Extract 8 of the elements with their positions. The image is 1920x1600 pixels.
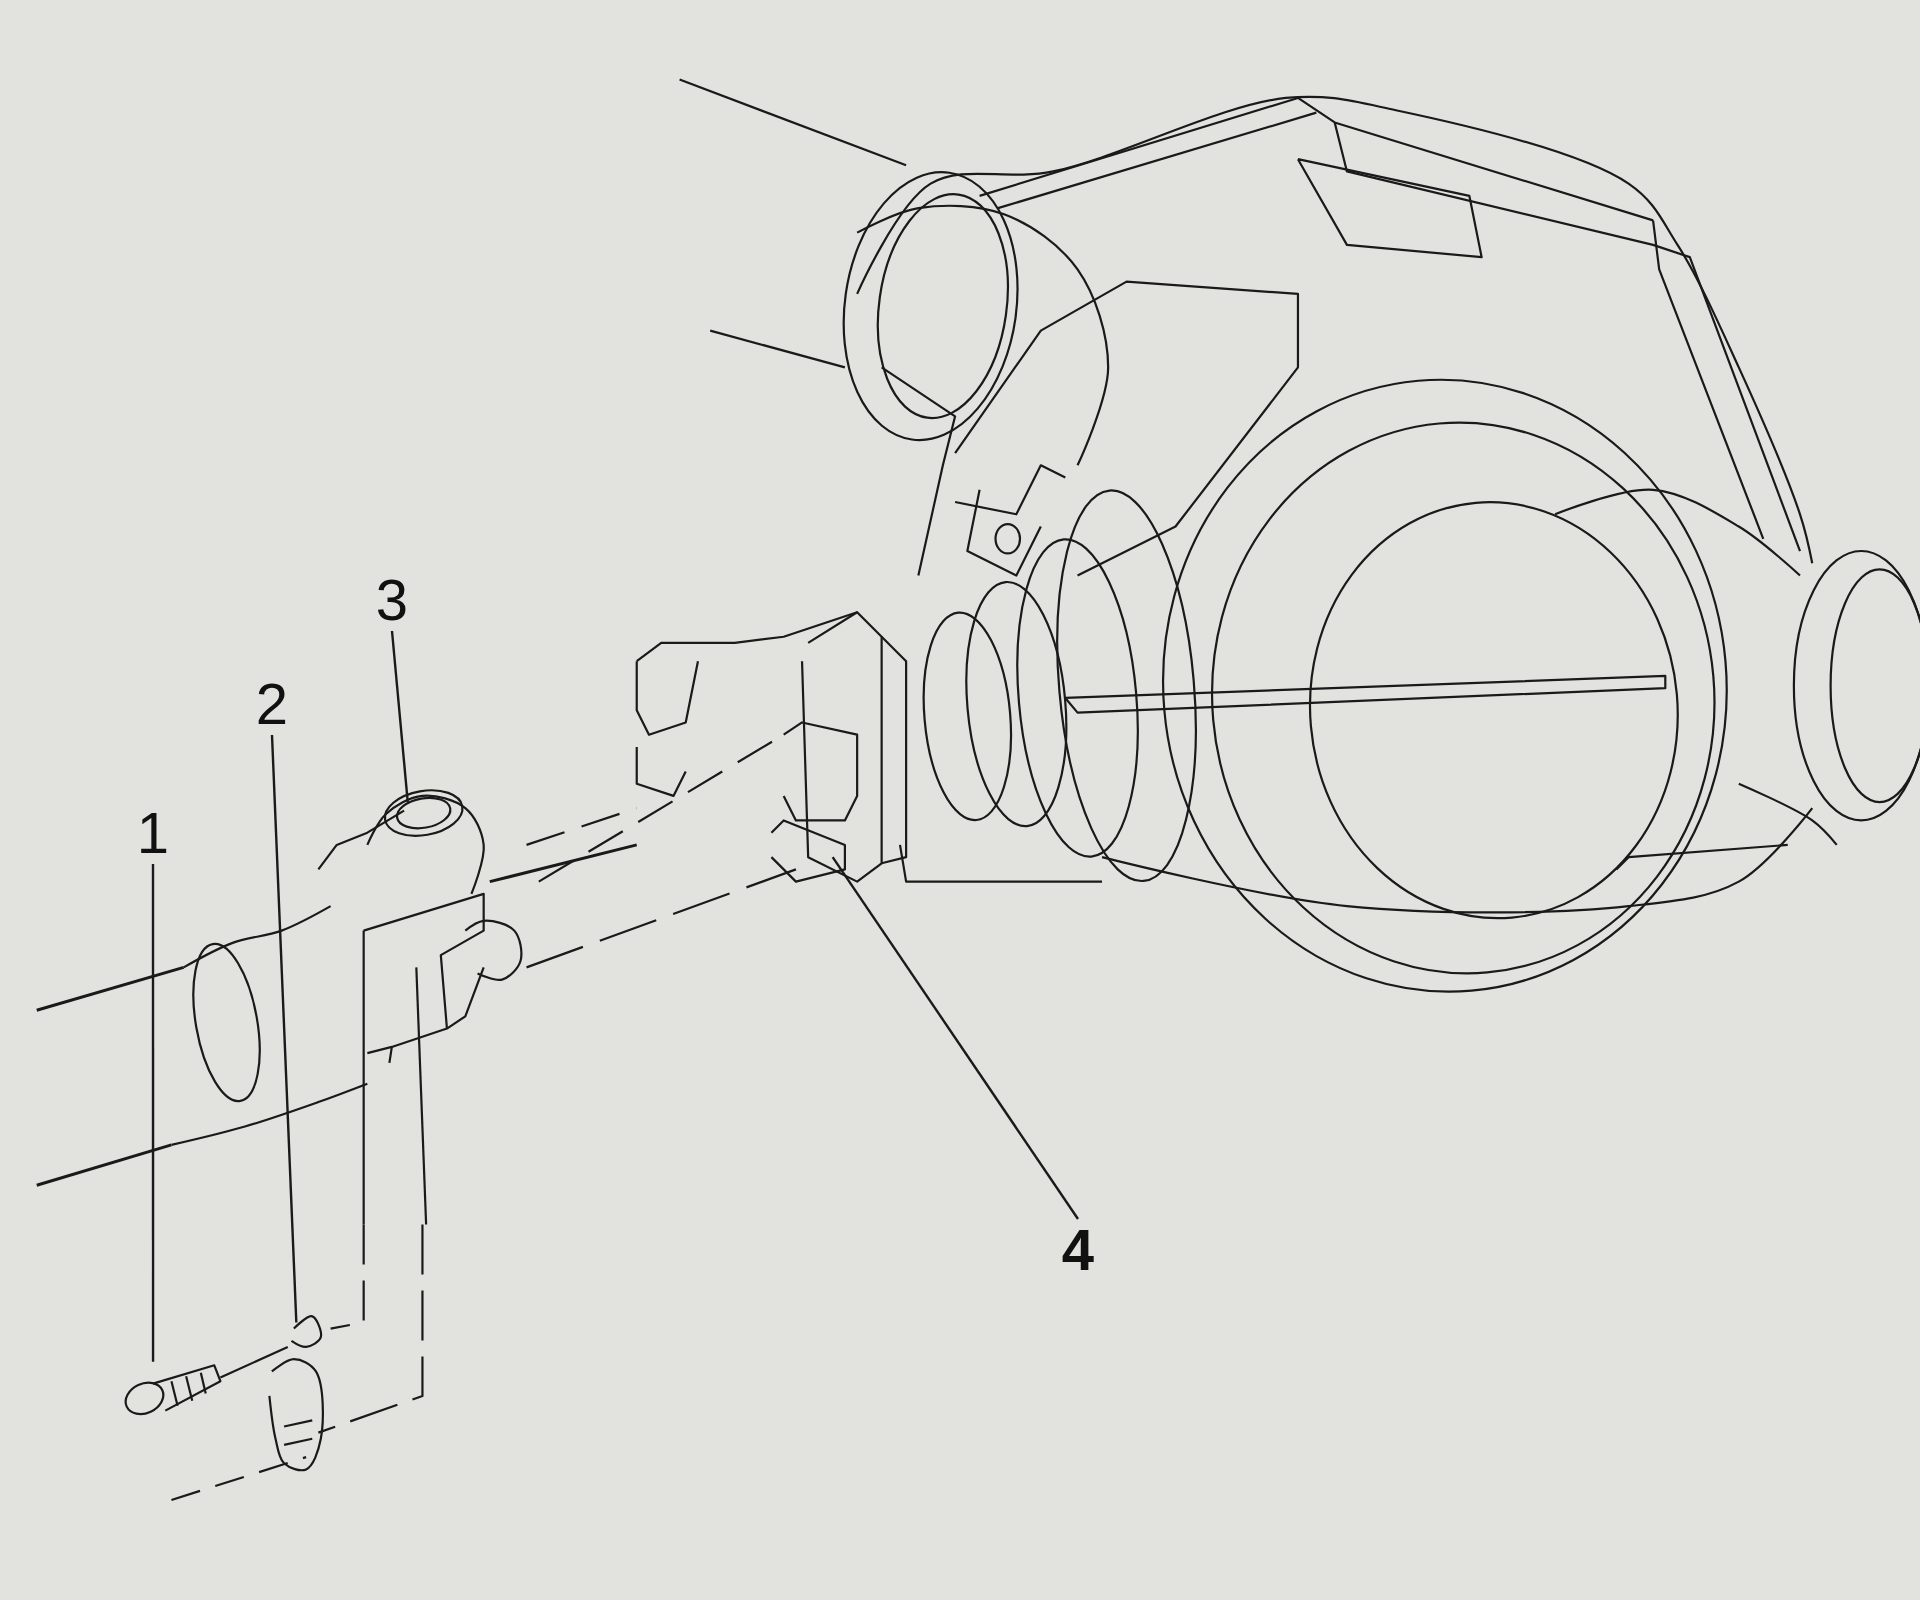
leader-line xyxy=(151,864,155,1362)
callout-number: 3 xyxy=(370,569,414,631)
callout-number: 1 xyxy=(131,802,175,864)
leader-line xyxy=(831,856,1079,1220)
leader-line xyxy=(390,630,409,803)
callout-number: 4 xyxy=(1056,1219,1100,1281)
leader-line xyxy=(270,734,298,1323)
callout-number: 2 xyxy=(250,673,294,735)
